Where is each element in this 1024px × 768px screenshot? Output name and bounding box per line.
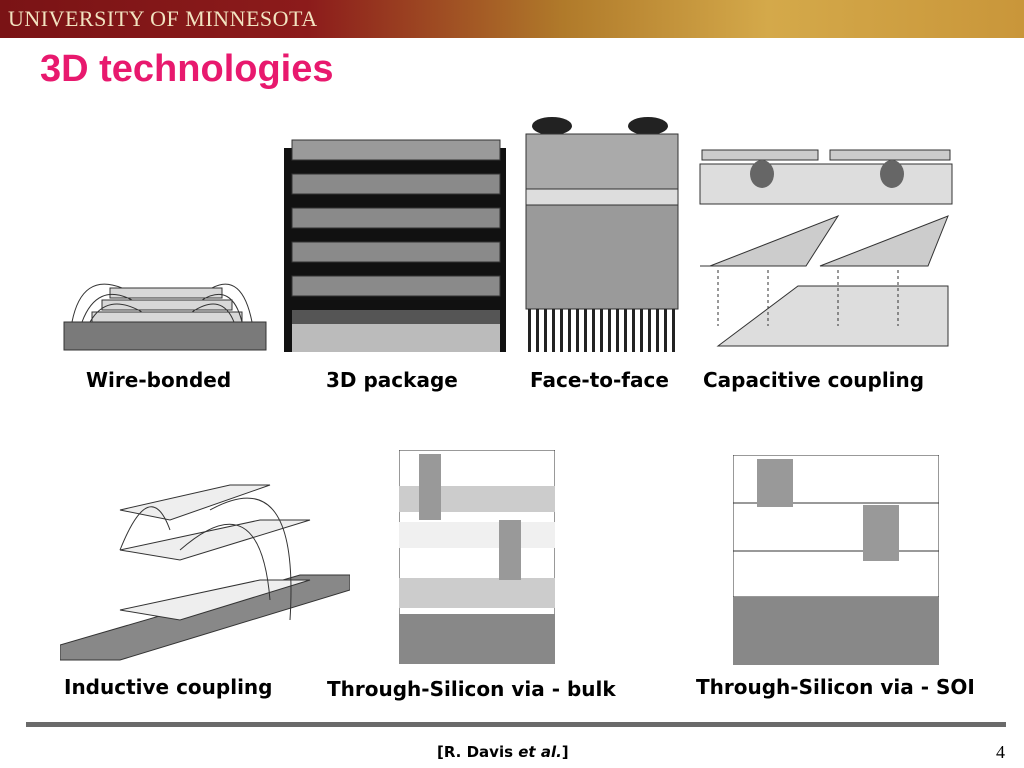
footer-divider bbox=[26, 722, 1006, 727]
label-tsv-soi: Through-Silicon via - SOI bbox=[696, 675, 975, 699]
label-tsv-bulk: Through-Silicon via - bulk bbox=[327, 677, 616, 701]
tsv-bulk-diagram bbox=[399, 450, 555, 664]
capacitive-coupling-diagram bbox=[699, 149, 953, 347]
label-inductive-coupling: Inductive coupling bbox=[64, 675, 273, 699]
inductive-coupling-diagram bbox=[60, 484, 350, 661]
university-banner: UNIVERSITY OF MINNESOTA bbox=[0, 0, 1024, 38]
label-face-to-face: Face-to-face bbox=[530, 368, 669, 392]
citation-prefix: [R. Davis bbox=[437, 743, 519, 761]
3d-package-diagram bbox=[284, 139, 506, 352]
university-name: UNIVERSITY OF MINNESOTA bbox=[8, 6, 318, 31]
citation-suffix: ] bbox=[561, 743, 569, 761]
label-wire-bonded: Wire-bonded bbox=[86, 368, 232, 392]
citation-italic: et al. bbox=[518, 743, 562, 761]
page-number: 4 bbox=[996, 742, 1005, 762]
label-capacitive-coupling: Capacitive coupling bbox=[703, 368, 925, 392]
wire-bonded-diagram bbox=[63, 283, 267, 351]
slide-title: 3D technologies bbox=[40, 48, 334, 90]
face-to-face-diagram bbox=[525, 117, 679, 352]
label-3d-package: 3D package bbox=[326, 368, 458, 392]
citation: [R. Davis et al.] bbox=[437, 743, 569, 761]
tsv-soi-diagram bbox=[733, 455, 939, 665]
